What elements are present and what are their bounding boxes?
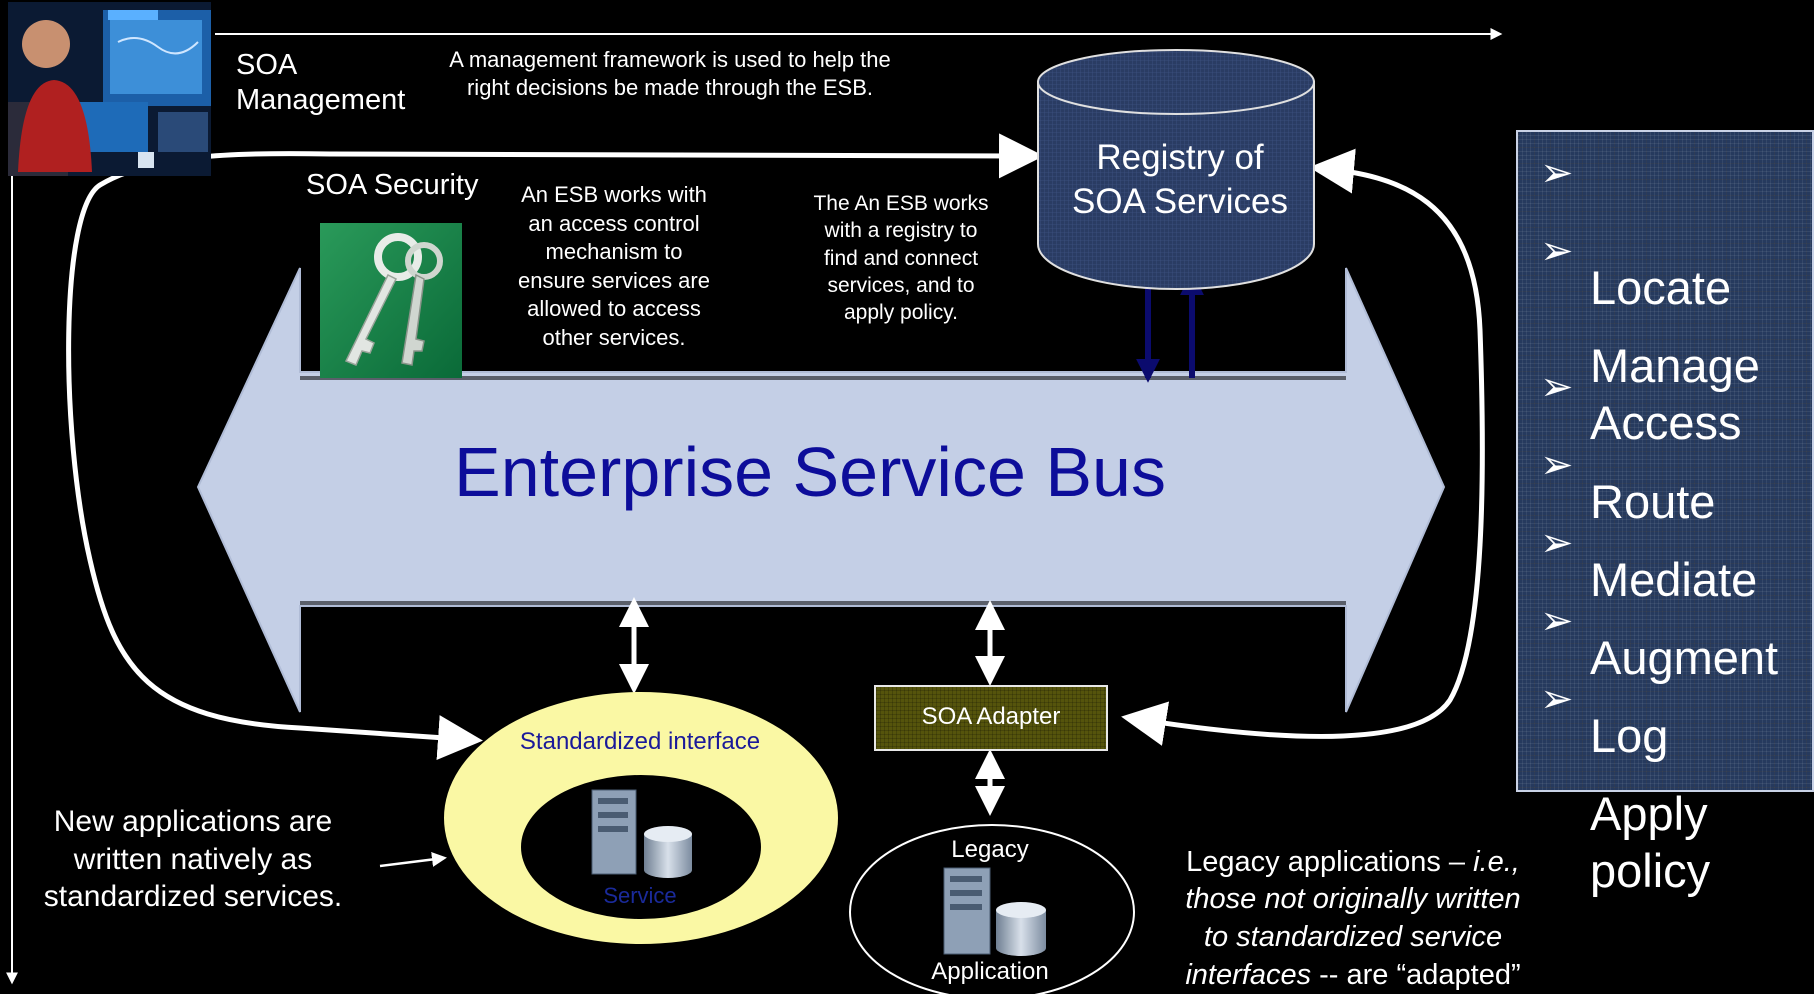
arrow-bullet-icon: ➢ [1540,150,1574,196]
operator-photo [8,2,211,176]
soa-adapter-box[interactable] [874,685,1108,751]
legacy-description: Legacy applications – i.e., those not or… [1148,806,1558,994]
new-apps-description: New applications are written natively as… [43,805,343,913]
legacy-bottom-label: Application [931,958,1049,985]
function-label: Manage Access [1590,338,1760,449]
function-label: Augment [1590,630,1779,684]
function-item-manage-access: ➢ Manage Access [1540,222,1814,451]
registry-cylinder [1037,49,1315,291]
esb-functions-panel: ➢ Locate ➢ Manage Access ➢ Route ➢ Media… [1516,130,1814,897]
function-item-apply-policy: ➢ Apply policy [1540,670,1814,899]
function-label: Log [1590,708,1669,762]
function-label: Locate [1590,260,1732,314]
function-item-augment: ➢ Augment [1540,514,1814,686]
legacy-server-icon [943,867,1046,956]
arrow-bullet-icon: ➢ [1540,676,1574,722]
service-inner-ellipse [521,775,761,919]
security-title: SOA Security [306,169,479,201]
function-item-route: ➢ Route [1540,358,1814,530]
adapter-loop-arrow [1121,148,1485,746]
arrow-bullet-icon: ➢ [1540,520,1574,566]
service-label: Service [603,883,677,908]
function-item-mediate: ➢ Mediate [1540,436,1814,608]
management-title: SOA Management [236,49,406,117]
legacy-top-label: Legacy [951,836,1029,863]
arrow-bullet-icon: ➢ [1540,228,1574,274]
key-icon [320,223,462,378]
security-description: An ESB works with an access control mech… [518,182,710,350]
function-item-log: ➢ Log [1540,592,1814,764]
function-label: Route [1590,474,1716,528]
registry-label: Registry of SOA Services [1072,138,1288,221]
management-description: A management framework is used to help t… [449,47,891,100]
function-label: Apply policy [1590,786,1711,897]
standardized-interface-label: Standardized interface [519,728,761,755]
arrow-bullet-icon: ➢ [1540,598,1574,644]
arrow-bullet-icon: ➢ [1540,442,1574,488]
legacy-description-text: Legacy applications – i.e., those not or… [1185,845,1521,991]
legacy-description-emphasis: i.e., those not originally written to st… [1185,845,1521,991]
esb-label: Enterprise Service Bus [454,433,1166,511]
arrow-bullet-icon: ➢ [1540,364,1574,410]
legacy-application-ellipse [849,824,1135,994]
function-label: Mediate [1590,552,1758,606]
soa-adapter-label: SOA Adapter [921,703,1061,730]
new-apps-arrow [379,852,447,868]
function-item-locate: ➢ Locate [1540,144,1814,316]
registry-description: The An ESB works with a registry to find… [813,192,989,325]
service-server-icon [591,789,692,878]
